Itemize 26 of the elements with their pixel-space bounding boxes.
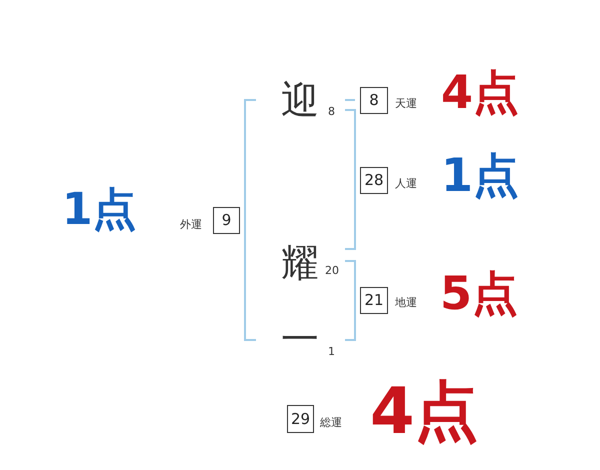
fortune-name: 地運 <box>395 297 417 308</box>
fortune-box <box>360 87 388 114</box>
fortune-number: 28 <box>364 173 384 188</box>
stroke-count: 1 <box>328 346 335 357</box>
fortune-name: 天運 <box>395 98 417 109</box>
name-character: 一 <box>281 320 319 358</box>
fortune-number: 29 <box>290 412 310 426</box>
score-text: 4点 <box>370 380 479 444</box>
stroke-count: 20 <box>325 265 339 276</box>
name-character: 迎 <box>281 81 319 119</box>
fortune-box <box>360 287 388 314</box>
score-text: 4点 <box>441 69 520 115</box>
fortune-number: 8 <box>369 93 379 108</box>
fortune-box <box>213 207 240 234</box>
score-text: 1点 <box>62 188 137 232</box>
score-text: 1点 <box>441 152 520 198</box>
fortune-name: 外運 <box>180 219 202 230</box>
name-character: 耀 <box>281 244 319 282</box>
score-text: 5点 <box>440 270 518 316</box>
fortune-box <box>287 405 314 433</box>
fortune-number: 9 <box>222 213 232 228</box>
fortune-name: 総運 <box>320 417 342 428</box>
fortune-name: 人運 <box>395 178 417 189</box>
stroke-count: 8 <box>328 106 335 117</box>
fortune-number: 21 <box>364 293 384 308</box>
fortune-box <box>360 167 388 194</box>
